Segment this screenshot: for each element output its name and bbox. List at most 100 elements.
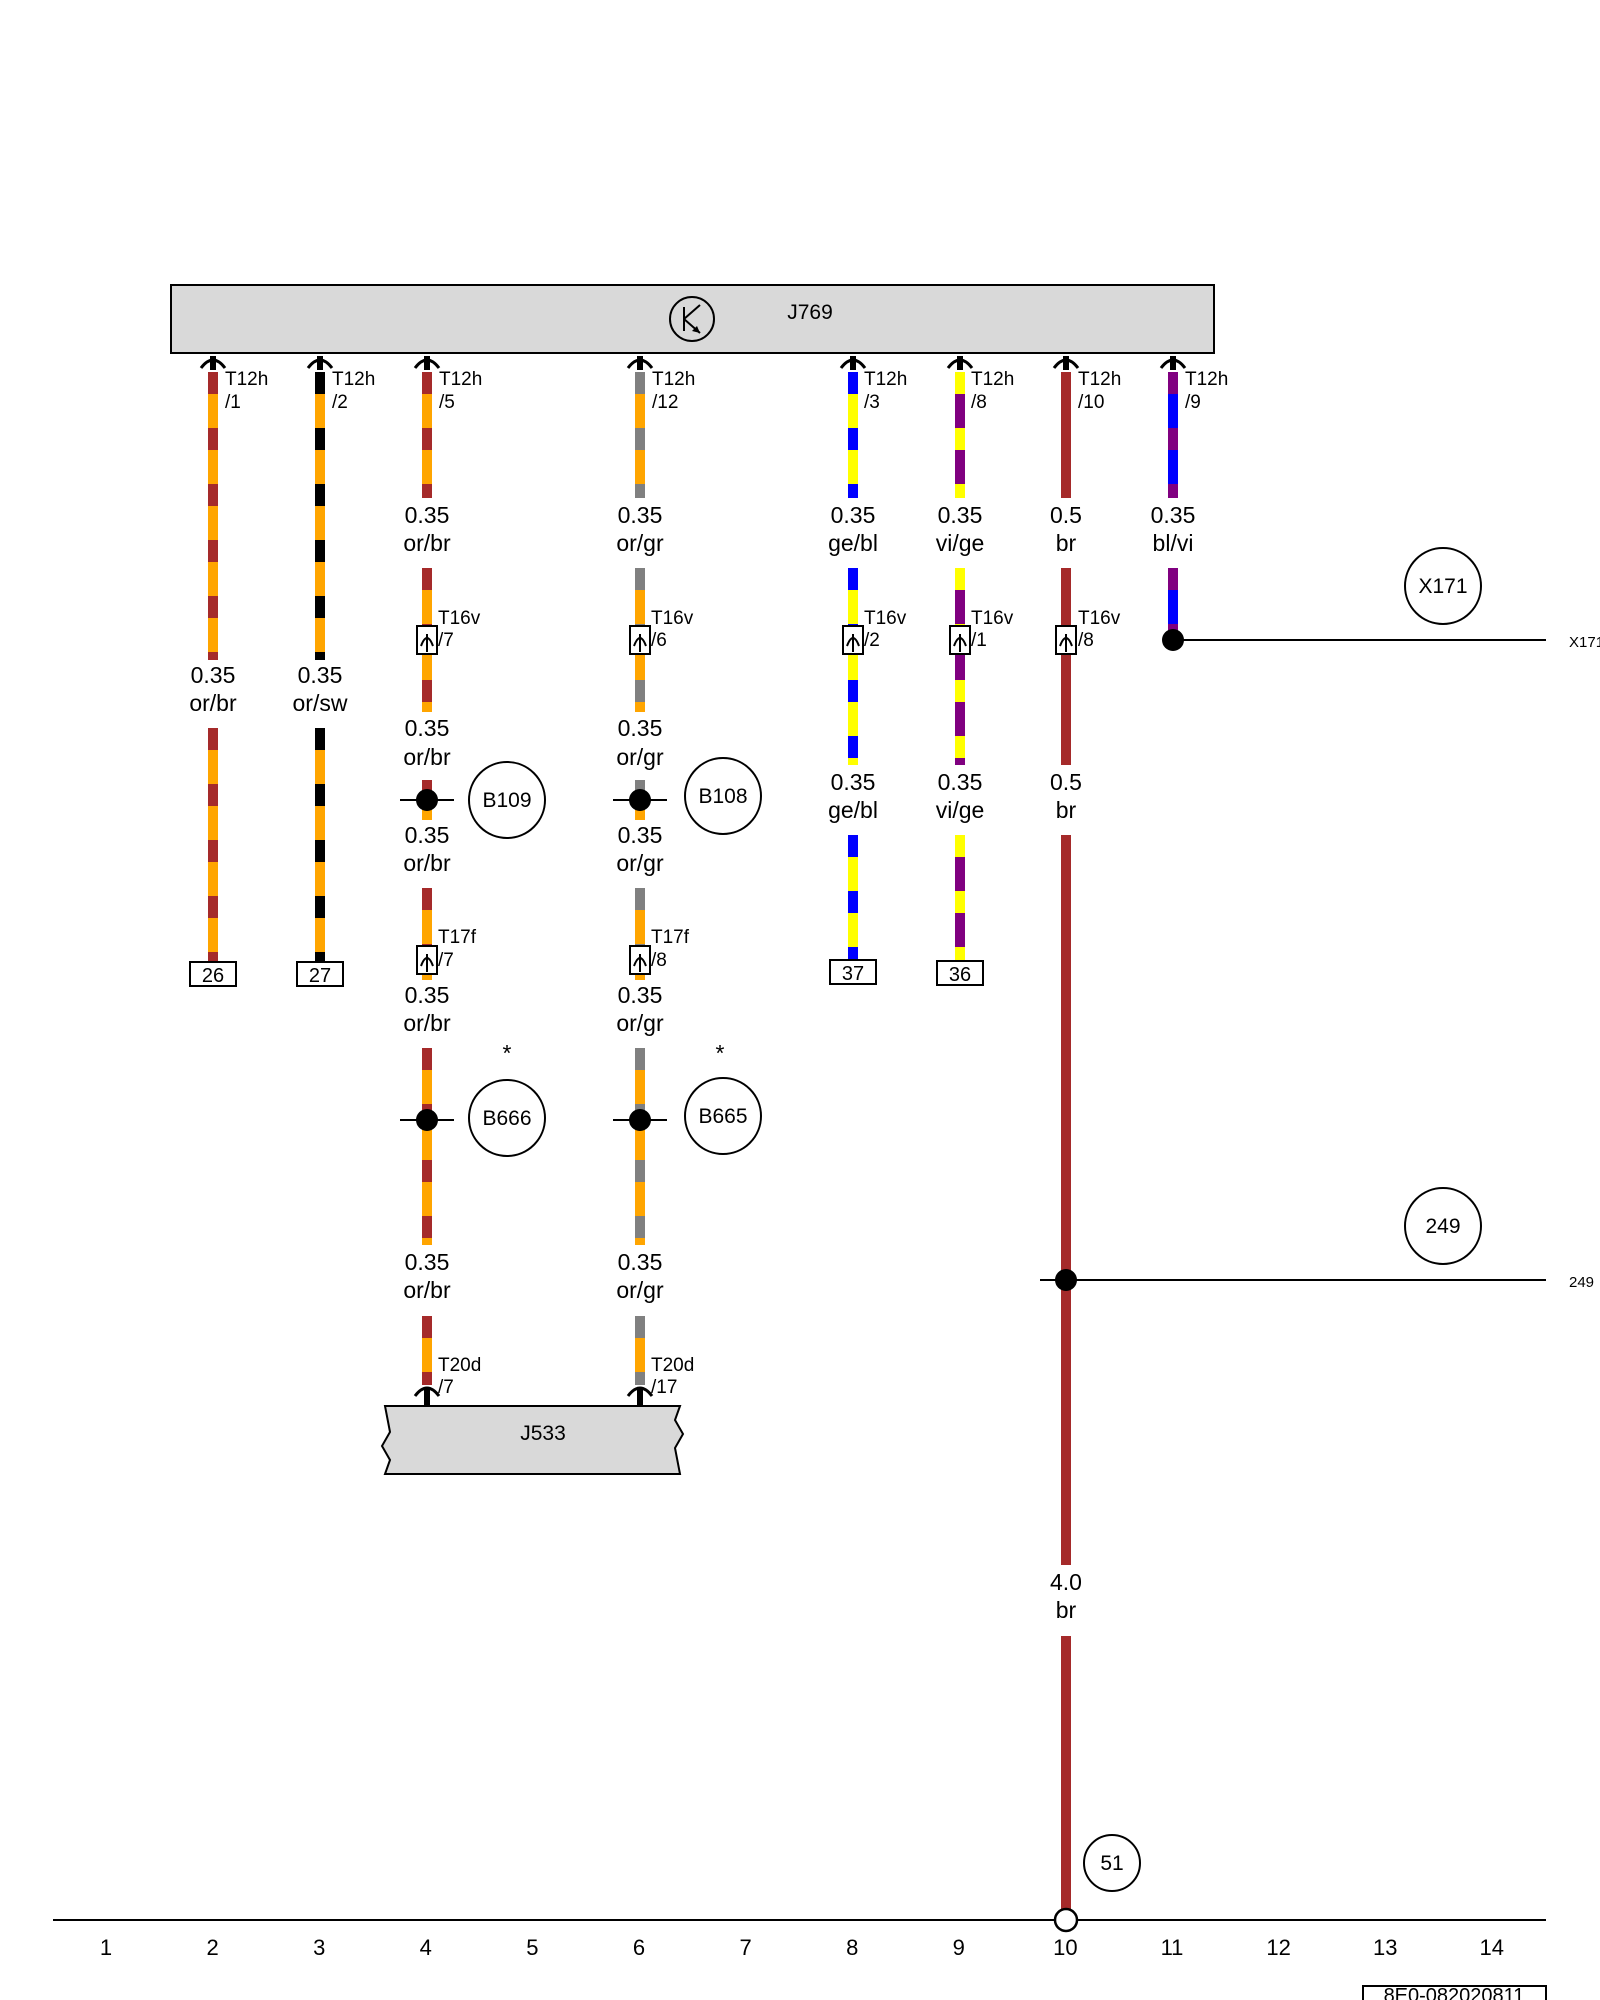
splice-b108[interactable] (613, 757, 762, 835)
pin-icon (637, 356, 643, 370)
asterisk-note: * (503, 1040, 512, 1066)
ground-51-label: 51 (1100, 1852, 1123, 1875)
x171-ref-label: X171 (1569, 634, 1600, 651)
target-label: 36 (949, 964, 971, 986)
wire-color-label: or/br (403, 1277, 451, 1303)
connector-label: T16v (438, 608, 481, 629)
ruler-number: 14 (1480, 1935, 1504, 1960)
wire-size-label: 0.35 (405, 715, 450, 741)
wire-size-label: 0.35 (831, 502, 876, 528)
wire-color-label: or/br (189, 690, 237, 716)
connector-label: T12h (439, 369, 482, 390)
pin-label: /10 (1078, 392, 1104, 413)
pin-label: /1 (225, 392, 241, 413)
j533-box[interactable] (380, 1405, 685, 1475)
wire-color-label: ge/bl (828, 530, 878, 556)
connector-label: T17f (438, 927, 477, 948)
ruler-number: 12 (1266, 1935, 1290, 1960)
splice-b666[interactable] (400, 1079, 546, 1157)
wire-color-label: bl/vi (1153, 530, 1194, 556)
wire-color-label: vi/ge (936, 530, 985, 556)
wire-size-label: 0.35 (405, 502, 450, 528)
splice-label: B665 (698, 1105, 747, 1128)
pin-icon (424, 1388, 430, 1406)
wire-color-label: or/br (403, 850, 451, 876)
ref-249-circle[interactable] (1404, 1187, 1482, 1265)
wire-size-label: 0.5 (1050, 769, 1082, 795)
pin-label: /17 (651, 1377, 677, 1398)
wire-size-label: 0.35 (298, 662, 343, 688)
pin-label: /7 (438, 630, 454, 651)
wire-size-label: 0.35 (618, 822, 663, 848)
wire-layer (199, 356, 1187, 1910)
ref-249-circle-label: 249 (1425, 1215, 1460, 1238)
target-box-37[interactable] (829, 959, 877, 985)
pin-label: /12 (652, 392, 678, 413)
wire-size-label: 0.35 (938, 769, 983, 795)
wire-size-label: 0.35 (618, 715, 663, 741)
splice-label: B108 (698, 785, 747, 808)
pin-icon (957, 356, 963, 370)
wire-color-label: vi/ge (936, 797, 985, 823)
pin-label: /8 (651, 950, 667, 971)
ruler-number: 10 (1053, 1935, 1077, 1960)
splice-b665[interactable] (613, 1077, 762, 1155)
ground-point[interactable] (1053, 1907, 1079, 1933)
wire-size-label: 0.5 (1050, 502, 1082, 528)
wire-color-label: or/gr (616, 744, 664, 770)
j769-box[interactable] (170, 284, 1215, 354)
j769-label: J769 (787, 301, 833, 324)
ground-51-circle[interactable] (1083, 1834, 1141, 1892)
connector-label: T20d (651, 1355, 694, 1376)
doc-number: 8E0-082020811 (1384, 1985, 1525, 2000)
ruler-number: 4 (420, 1935, 432, 1960)
wire-color-label: or/br (403, 530, 451, 556)
pin-label: /2 (332, 392, 348, 413)
pin-icon (1063, 356, 1069, 370)
wire-color-label: br (1056, 1597, 1077, 1623)
splice-b109[interactable] (400, 761, 546, 839)
pin-label: /9 (1185, 392, 1201, 413)
ref-249-ref-label: 249 (1569, 1274, 1594, 1291)
connector-label: T12h (1078, 369, 1121, 390)
connector-label: T16v (971, 608, 1014, 629)
x171-circle-label: X171 (1418, 575, 1467, 598)
ruler-number: 11 (1161, 1935, 1184, 1960)
wire-color-label: or/gr (616, 530, 664, 556)
wire-color-label: or/sw (293, 690, 348, 716)
wire-size-label: 0.35 (831, 769, 876, 795)
wire-size-label: 0.35 (618, 1249, 663, 1275)
ruler-number: 8 (846, 1935, 858, 1960)
wire-size-label: 0.35 (618, 502, 663, 528)
wire-color-label: or/gr (616, 850, 664, 876)
connector-label: T12h (332, 369, 375, 390)
connector-label: T12h (864, 369, 907, 390)
wire-size-label: 0.35 (1151, 502, 1196, 528)
target-box-26[interactable] (189, 961, 237, 987)
wire-size-label: 0.35 (405, 822, 450, 848)
ruler-number: 7 (739, 1935, 751, 1960)
wire-color-label: ge/bl (828, 797, 878, 823)
target-box-36[interactable] (936, 960, 984, 986)
pin-icon (210, 356, 216, 370)
connector-label: T16v (1078, 608, 1121, 629)
pin-label: /7 (438, 950, 454, 971)
asterisk-note: * (716, 1040, 725, 1066)
pin-icon (424, 356, 430, 370)
connector-label: T12h (1185, 369, 1228, 390)
pin-label: /8 (971, 392, 987, 413)
pin-label: /3 (864, 392, 880, 413)
pin-label: /5 (439, 392, 455, 413)
ruler-number: 3 (313, 1935, 325, 1960)
connector-label: T12h (971, 369, 1014, 390)
pin-icon (317, 356, 323, 370)
ruler-number: 13 (1373, 1935, 1397, 1960)
wire-color-label: or/br (403, 1010, 451, 1036)
doc-number-box (1362, 1985, 1547, 2000)
ruler-number: 1 (100, 1935, 112, 1960)
wire-color-label: or/br (403, 744, 451, 770)
target-box-27[interactable] (296, 961, 344, 987)
pin-label: /2 (864, 630, 880, 651)
x171-circle[interactable] (1404, 547, 1482, 625)
